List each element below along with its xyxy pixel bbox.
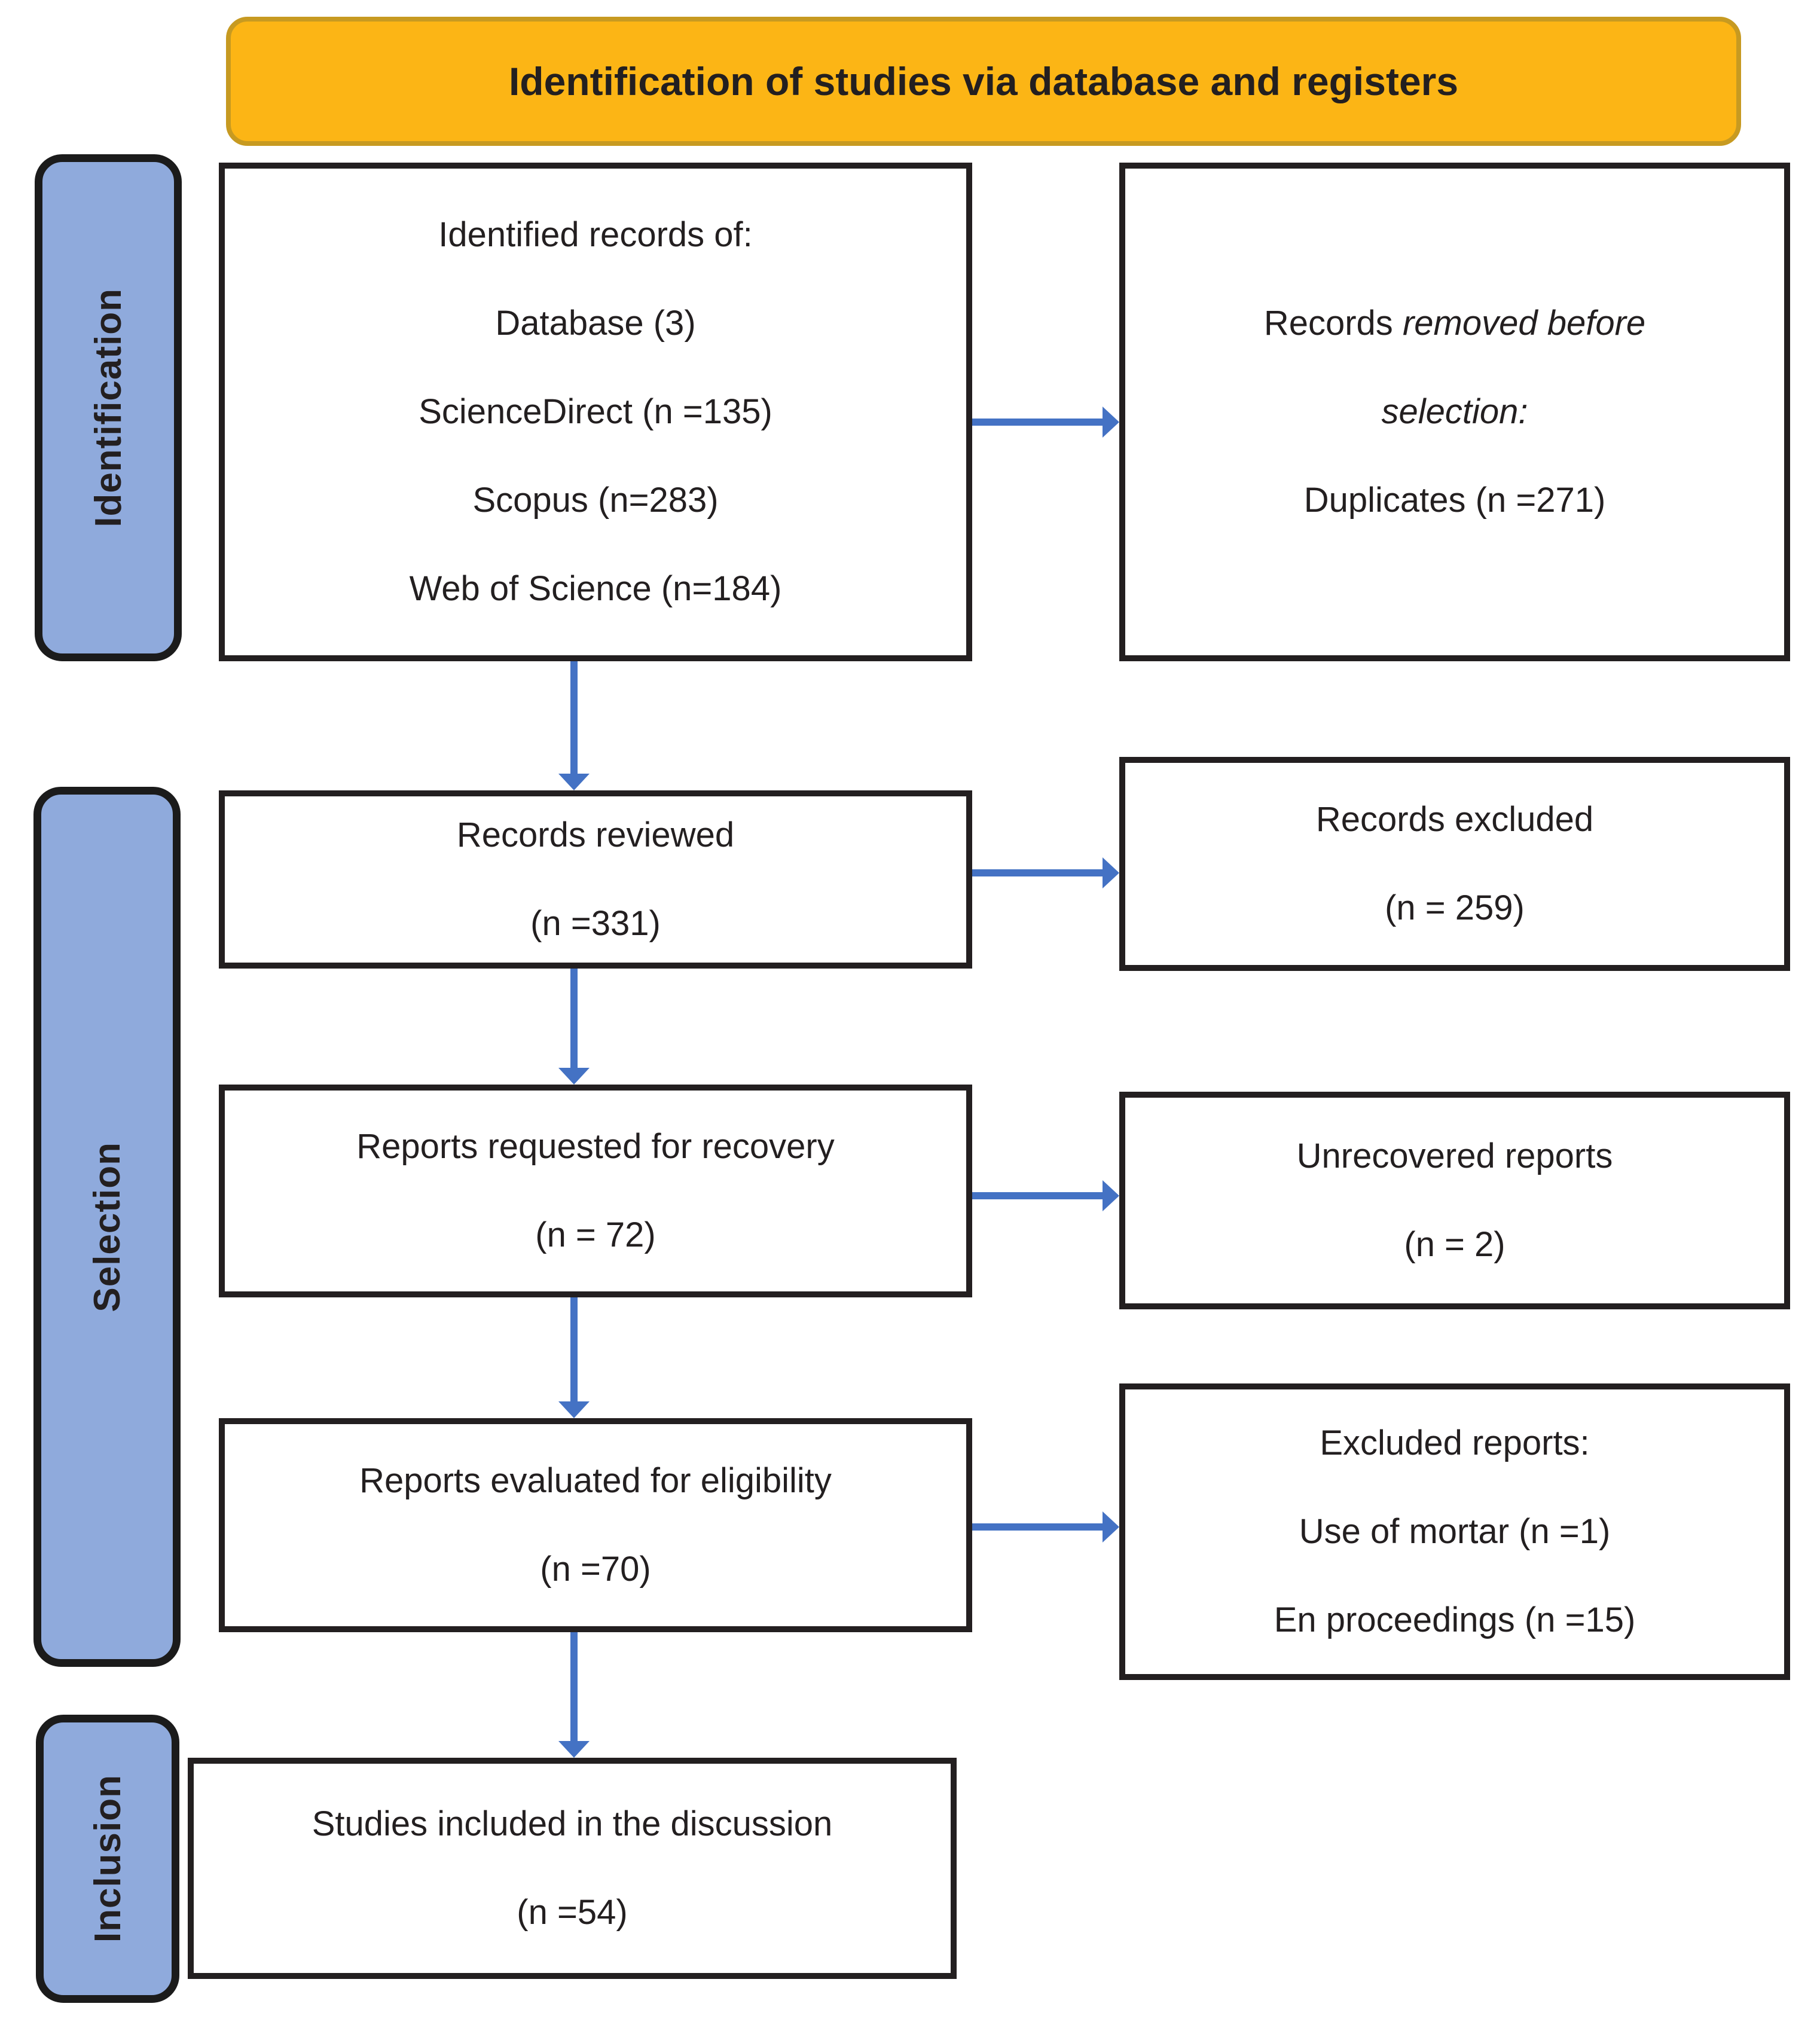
box-line: (n = 2) — [1404, 1225, 1506, 1264]
box-line: Duplicates (n =271) — [1303, 480, 1606, 520]
removed-italic-part: removed before — [1402, 304, 1646, 343]
box-unrecovered-reports: Unrecovered reports (n = 2) — [1119, 1092, 1790, 1309]
stage-tab-identification: Identification — [35, 154, 182, 661]
box-line: Web of Science (n=184) — [409, 569, 782, 608]
arrow-right-4 — [972, 1511, 1119, 1543]
box-line: (n =331) — [530, 904, 661, 943]
arrow-down-4 — [558, 1632, 590, 1758]
box-line: (n =70) — [540, 1550, 651, 1589]
arrow-right-1 — [972, 407, 1119, 438]
arrow-head-icon — [1103, 1180, 1119, 1211]
box-line: En proceedings (n =15) — [1274, 1600, 1636, 1639]
arrow-stem — [972, 419, 1103, 426]
box-line: selection: — [1125, 368, 1784, 456]
box-line: (n =54) — [517, 1893, 628, 1932]
box-line: Reports requested for recovery — [356, 1127, 835, 1166]
box-line: Scopus (n=283) — [472, 480, 719, 520]
stage-tab-selection: Selection — [33, 787, 181, 1667]
box-identified-records: Identified records of: Database (3) Scie… — [219, 163, 972, 661]
arrow-stem — [972, 1523, 1103, 1531]
box-reports-evaluated: Reports evaluated for eligibility (n =70… — [219, 1418, 972, 1632]
removed-normal-part: Records — [1263, 304, 1393, 343]
box-line: Records excluded — [1315, 800, 1594, 839]
arrow-down-2 — [558, 969, 590, 1085]
box-reports-requested: Reports requested for recovery (n = 72) — [219, 1085, 972, 1297]
box-records-reviewed: Records reviewed (n =331) — [219, 790, 972, 969]
arrow-right-3 — [972, 1180, 1119, 1211]
box-line: Excluded reports: — [1320, 1424, 1590, 1463]
arrow-stem — [972, 1192, 1103, 1199]
arrow-head-icon — [1103, 1511, 1119, 1543]
box-line: Use of mortar (n =1) — [1299, 1512, 1611, 1551]
stage-label-identification: Identification — [87, 288, 129, 527]
arrow-down-1 — [558, 661, 590, 790]
box-line: Studies included in the discussion — [312, 1804, 833, 1844]
box-studies-included: Studies included in the discussion (n =5… — [188, 1758, 957, 1979]
arrow-right-2 — [972, 857, 1119, 888]
box-line: Unrecovered reports — [1296, 1137, 1613, 1176]
box-line: Records removed before — [1125, 279, 1784, 368]
arrow-head-icon — [558, 1068, 590, 1085]
arrow-stem — [570, 1297, 578, 1401]
arrow-head-icon — [558, 1741, 590, 1758]
box-line: Database (3) — [495, 304, 696, 343]
removed-italic-line: selection: — [1381, 392, 1528, 432]
box-excluded-reports: Excluded reports: Use of mortar (n =1) E… — [1119, 1383, 1790, 1680]
box-line: (n = 72) — [535, 1215, 656, 1254]
stage-tab-inclusion: Inclusion — [36, 1715, 179, 2003]
box-line: Reports evaluated for eligibility — [359, 1461, 832, 1501]
banner: Identification of studies via database a… — [226, 17, 1741, 146]
arrow-stem — [570, 1632, 578, 1741]
arrow-down-3 — [558, 1297, 590, 1418]
arrow-stem — [570, 661, 578, 774]
box-line: Records reviewed — [456, 815, 735, 855]
arrow-stem — [972, 869, 1103, 876]
box-records-removed: Records removed before selection: Duplic… — [1119, 163, 1790, 661]
arrow-head-icon — [558, 1401, 590, 1418]
arrow-head-icon — [1103, 407, 1119, 438]
arrow-stem — [570, 969, 578, 1068]
box-line: ScienceDirect (n =135) — [419, 392, 772, 432]
box-line: Identified records of: — [438, 215, 753, 255]
banner-title: Identification of studies via database a… — [508, 59, 1459, 103]
box-records-excluded: Records excluded (n = 259) — [1119, 757, 1790, 971]
stage-label-inclusion: Inclusion — [87, 1774, 129, 1943]
arrow-head-icon — [1103, 857, 1119, 888]
box-line: (n = 259) — [1385, 888, 1525, 927]
stage-label-selection: Selection — [86, 1141, 128, 1312]
arrow-head-icon — [558, 774, 590, 790]
